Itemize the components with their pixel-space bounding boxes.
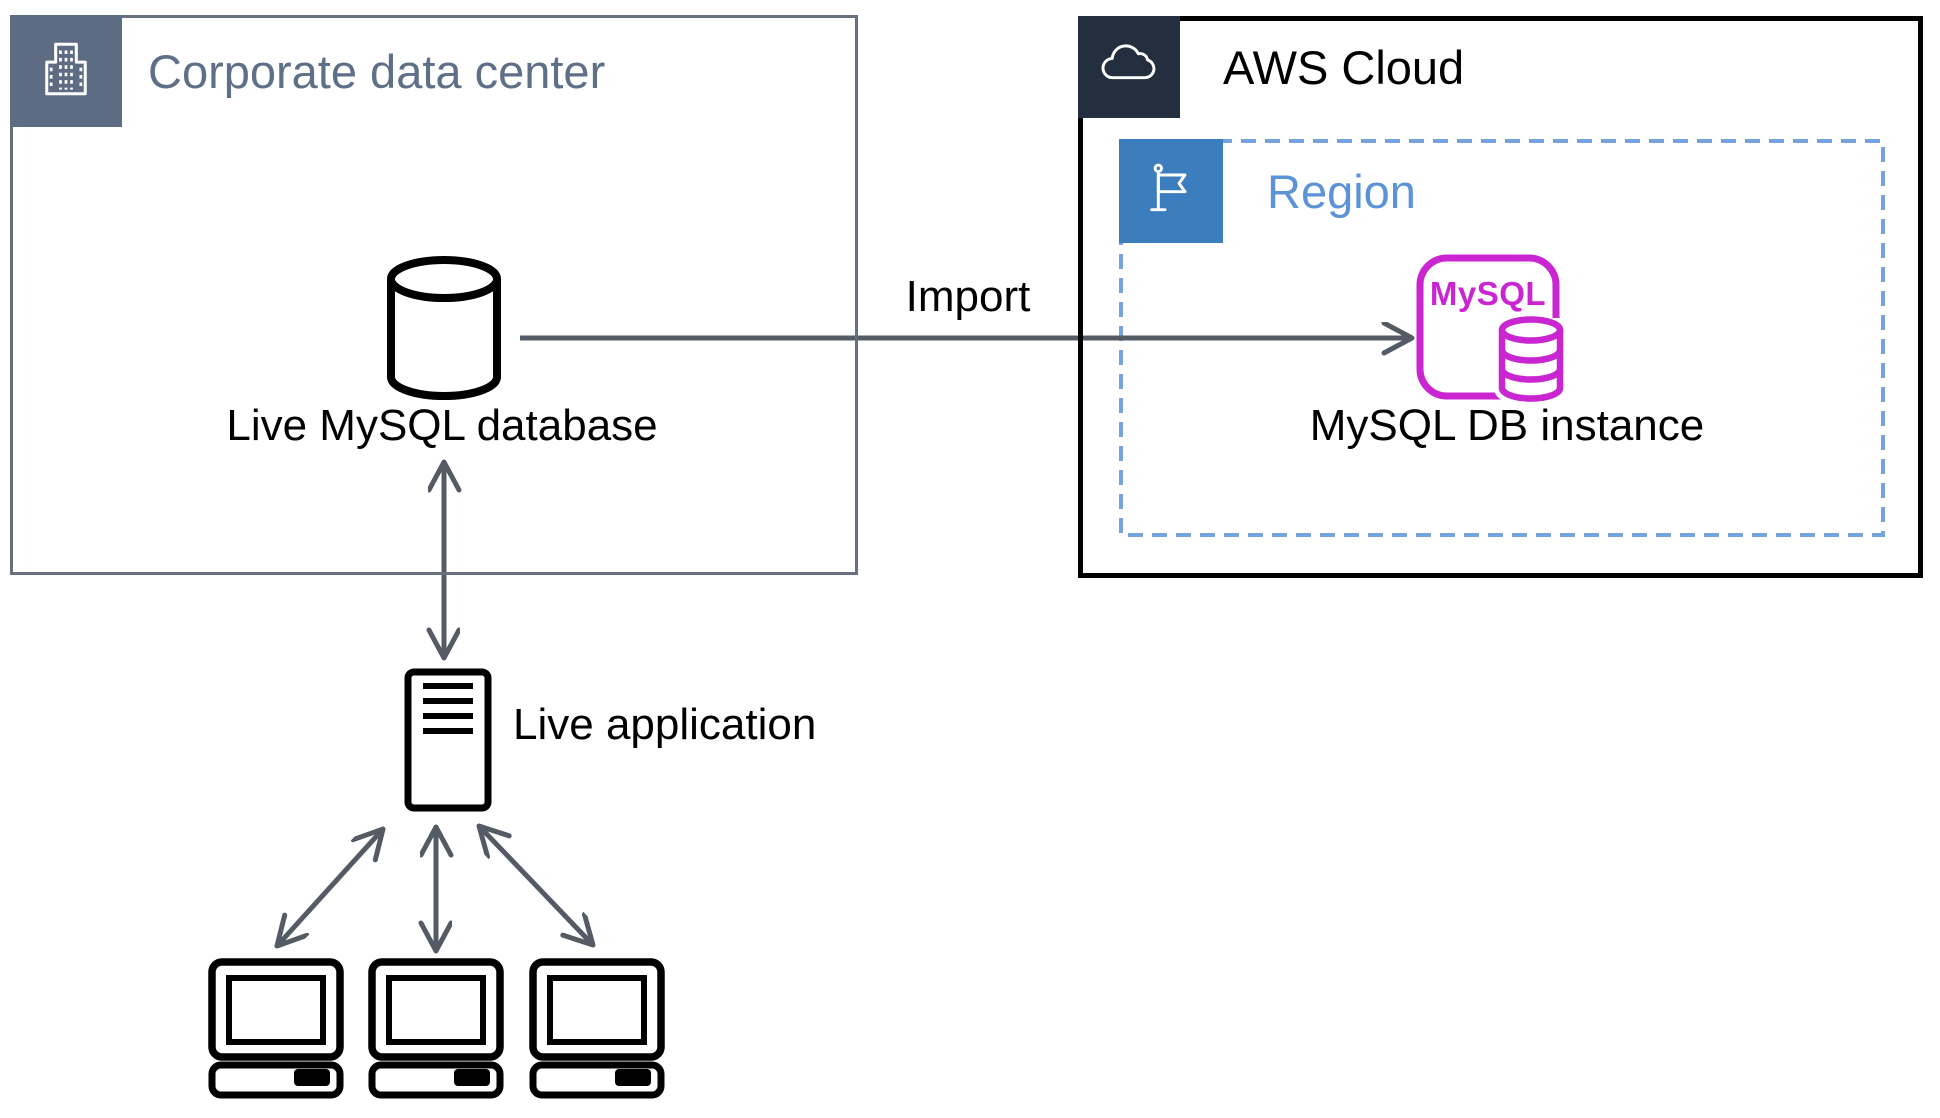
region-title: Region — [1267, 165, 1416, 218]
cloud-icon — [1097, 33, 1161, 102]
region-header — [1119, 139, 1223, 243]
server-icon — [404, 668, 492, 812]
import-arrow-label: Import — [905, 272, 1031, 321]
aws-cloud-header — [1078, 16, 1180, 118]
desktop-computer-icon — [533, 962, 661, 1095]
mysql-logo-text: MySQL — [1429, 275, 1547, 312]
live-mysql-database-label: Live MySQL database — [226, 401, 658, 450]
corporate-data-center-group — [10, 15, 858, 575]
live-application-label: Live application — [513, 700, 817, 749]
aws-cloud-group — [1078, 16, 1923, 578]
aws-cloud-title: AWS Cloud — [1223, 41, 1465, 94]
corporate-data-center-title: Corporate data center — [148, 45, 606, 98]
mysql-rds-icon — [1416, 254, 1568, 407]
flag-icon — [1139, 157, 1203, 226]
corporate-data-center-header — [10, 15, 122, 127]
desktop-computer-icon — [372, 962, 500, 1095]
desktop-computer-icon — [212, 962, 340, 1095]
app-client-arrows — [277, 826, 593, 951]
database-cylinder-icon — [387, 256, 501, 400]
building-icon — [33, 36, 99, 107]
mysql-db-instance-label: MySQL DB instance — [1309, 401, 1705, 450]
